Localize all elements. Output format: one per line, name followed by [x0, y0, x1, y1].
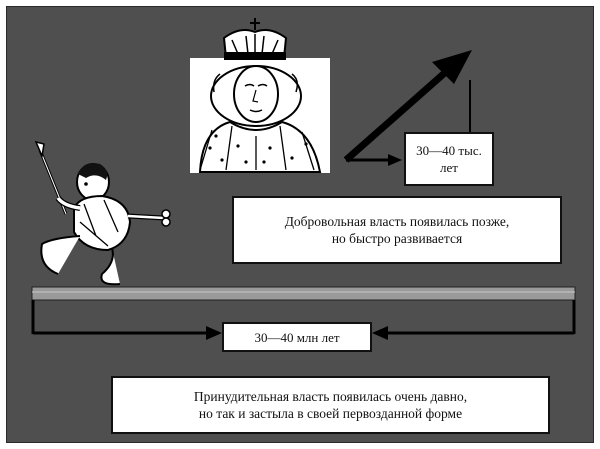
- timeline-bar: [31, 286, 576, 301]
- ancient-period-label: 30—40 млн лет: [222, 322, 372, 352]
- voluntary-power-line1: Добровольная власть появилась позже,: [284, 214, 510, 229]
- voluntary-power-line2: но быстро развивается: [331, 231, 463, 246]
- recent-period-line1: 30—40 тыс.: [416, 143, 482, 158]
- coercive-power-caption: Принудительная власть появилась очень да…: [111, 376, 550, 434]
- ancient-period-text: 30—40 млн лет: [254, 329, 340, 345]
- voluntary-power-caption: Добровольная власть появилась позже, но …: [232, 196, 562, 264]
- span-arrows: [31, 300, 576, 340]
- growth-arrow: [343, 50, 472, 166]
- recent-period-line2: лет: [440, 160, 458, 175]
- crown-icon: [222, 18, 288, 60]
- coercive-power-line2: но так и застыла в своей первозданной фо…: [198, 406, 463, 421]
- queen-illustration: [190, 18, 330, 173]
- recent-period-label: 30—40 тыс. лет: [404, 132, 494, 186]
- caveman-illustration: [34, 140, 171, 286]
- coercive-power-line1: Принудительная власть появилась очень да…: [193, 389, 468, 404]
